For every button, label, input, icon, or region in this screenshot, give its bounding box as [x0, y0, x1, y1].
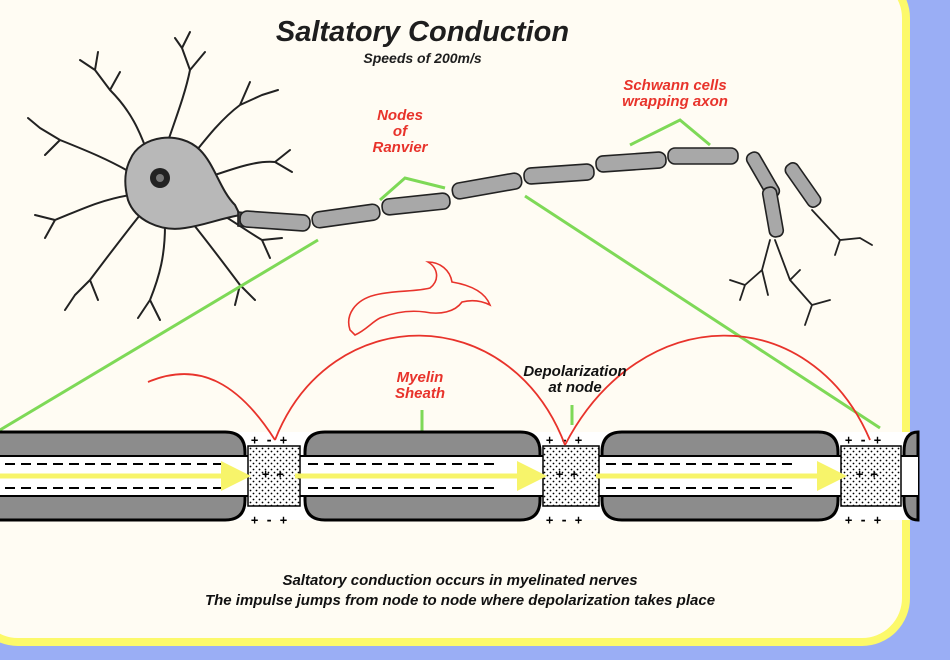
- rounded-panel: [0, 0, 910, 646]
- axon-zoom-section: + - + + - + + - + + - + + - + + - + + + …: [0, 430, 920, 527]
- caption-line-1: Saltatory conduction occurs in myelinate…: [282, 572, 638, 589]
- node-charges: + - + + - + + - + + - + + - + + - + + + …: [251, 433, 881, 527]
- nodes-of-ranvier: [247, 445, 902, 507]
- label-nodes-line1: Nodes: [377, 107, 423, 124]
- label-nodes-line2: of: [392, 123, 408, 140]
- pointer-lines: [0, 118, 881, 435]
- axon-terminals: [729, 209, 873, 326]
- label-schwann-line2: wrapping axon: [622, 93, 728, 110]
- svg-text:+ - +: + - +: [251, 433, 287, 447]
- neuron-soma: [124, 136, 242, 230]
- label-myelin-line2: Sheath: [394, 385, 445, 402]
- svg-text:+ - +: + - +: [546, 433, 582, 447]
- axon-myelin-segments: [237, 147, 822, 238]
- label-depol-line1: Depolarization: [523, 363, 627, 380]
- label-nodes-line3: Ranvier: [372, 139, 428, 156]
- membrane-dashes: [5, 463, 792, 489]
- label-myelin-line1: Myelin: [396, 369, 444, 386]
- label-schwann-line1: Schwann cells: [623, 77, 727, 94]
- label-myelin-sheath: Myelin Sheath: [375, 370, 465, 402]
- svg-text:+ - +: + - +: [845, 513, 881, 527]
- dolphin-drawing: [348, 261, 492, 336]
- label-schwann-cells: Schwann cells wrapping axon: [600, 78, 750, 110]
- label-depolarization: Depolarization at node: [500, 364, 650, 396]
- neuron-dendrites: [27, 31, 293, 321]
- label-depol-line2: at node: [548, 379, 602, 396]
- svg-text:+ +: + +: [262, 467, 284, 481]
- svg-text:+ +: + +: [556, 467, 578, 481]
- saltatory-arcs: [147, 334, 871, 446]
- page-subtitle: Speeds of 200m/s: [363, 50, 482, 66]
- svg-text:+ +: + +: [856, 467, 878, 481]
- label-nodes-of-ranvier: Nodes of Ranvier: [360, 108, 440, 156]
- caption-line-2: The impulse jumps from node to node wher…: [204, 592, 716, 609]
- svg-text:+ - +: + - +: [845, 433, 881, 447]
- svg-text:+ - +: + - +: [251, 513, 287, 527]
- page-title: Saltatory Conduction: [275, 16, 570, 48]
- svg-text:+ - +: + - +: [546, 513, 582, 527]
